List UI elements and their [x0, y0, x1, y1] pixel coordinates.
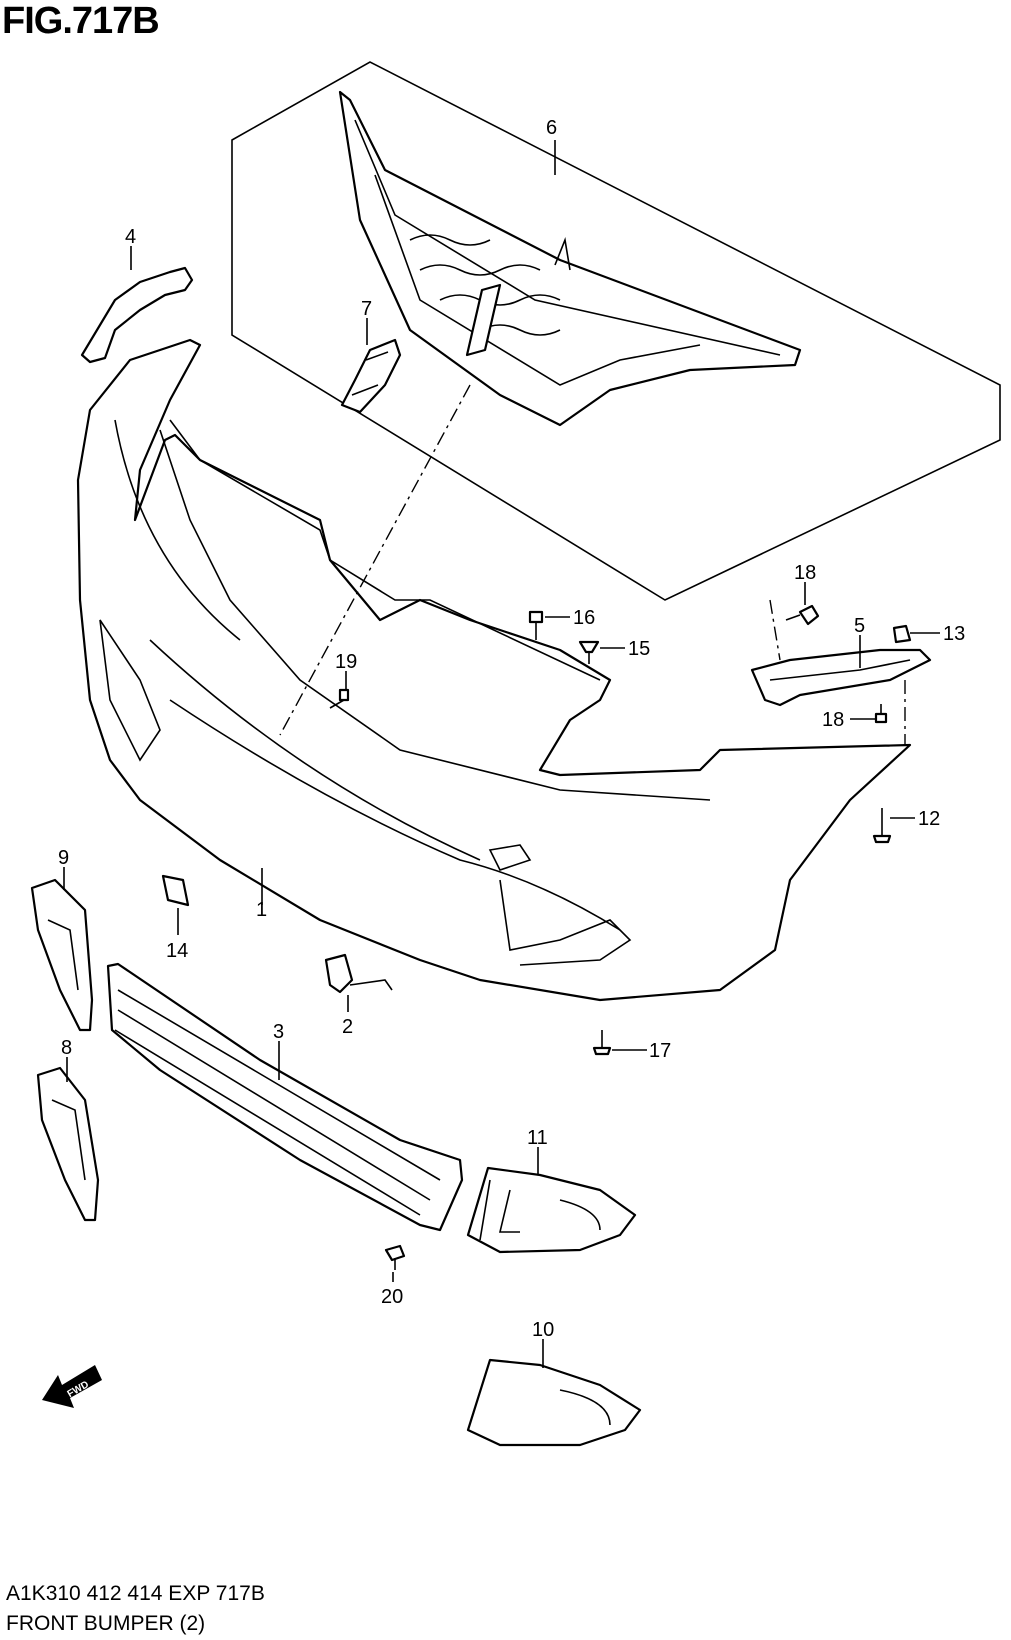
part-7-emblem	[340, 338, 402, 414]
part-8-cover	[36, 1066, 100, 1222]
part-16-bolt	[528, 610, 544, 640]
callout-13: 13	[943, 623, 965, 645]
part-6-grille	[338, 90, 802, 427]
callout-1: 1	[256, 899, 267, 921]
fwd-direction-badge: FWD	[42, 1365, 102, 1408]
grille-assembly-box	[231, 61, 1001, 601]
part-5-bracket	[750, 648, 932, 707]
callout-10: 10	[532, 1319, 554, 1341]
callout-5: 5	[854, 615, 865, 637]
part-9-cover	[30, 878, 94, 1032]
part-20-screw	[384, 1244, 406, 1270]
part-3-lower-grille	[106, 962, 464, 1232]
part-12-screw	[872, 808, 892, 844]
figure-code: A1K310 412 414 EXP 717B	[6, 1582, 265, 1605]
callout-8: 8	[61, 1037, 72, 1059]
callout-14: 14	[166, 940, 188, 962]
callout-3: 3	[273, 1021, 284, 1043]
part-14-nut	[161, 874, 190, 907]
part-18-screw-lower	[874, 704, 888, 724]
part-11-fog-bezel	[466, 1166, 637, 1254]
callout-18-lower: 18	[822, 709, 844, 731]
part-2-tow-cap	[324, 953, 393, 994]
callout-6: 6	[546, 117, 557, 139]
callout-9: 9	[58, 847, 69, 869]
figure-title: FIG.717B	[2, 0, 160, 42]
callout-16: 16	[573, 607, 595, 629]
callout-17: 17	[649, 1040, 671, 1062]
part-10-fog-bezel	[466, 1358, 642, 1447]
callout-11: 11	[527, 1127, 548, 1149]
callout-18: 18	[794, 562, 816, 584]
callout-20: 20	[381, 1286, 403, 1308]
figure-caption: FRONT BUMPER (2)	[6, 1612, 206, 1635]
callout-15: 15	[628, 638, 650, 660]
part-18-screw	[785, 604, 820, 626]
part-17-bolt	[592, 1030, 612, 1056]
part-19-screw	[329, 688, 350, 709]
callout-19: 19	[335, 651, 357, 673]
callout-7: 7	[361, 298, 372, 320]
part-4-bracket	[80, 266, 194, 364]
part-15-clip	[578, 640, 600, 664]
callout-12: 12	[918, 808, 940, 830]
part-13-clip	[892, 624, 912, 644]
callout-4: 4	[125, 226, 136, 248]
part-1-front-bumper	[76, 338, 912, 1002]
callout-2: 2	[342, 1016, 353, 1038]
